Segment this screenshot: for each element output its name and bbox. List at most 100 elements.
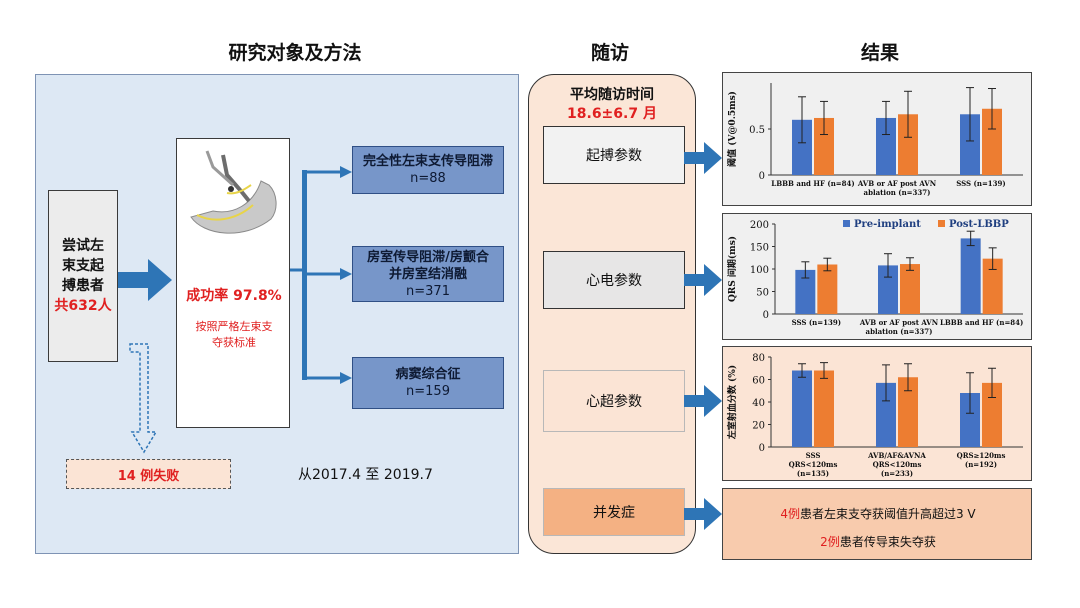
group-lbbb-label: 完全性左束支传导阻滞 — [362, 154, 493, 169]
bar — [960, 238, 981, 314]
bar — [878, 265, 898, 314]
x-tick-label: QRS≥120ms — [957, 451, 1006, 460]
group-avb-label2: 并房室结消融 — [388, 266, 467, 282]
x-tick-label: LBBB and HF (n=84) — [940, 318, 1023, 327]
y-tick-label: 150 — [750, 243, 769, 254]
bar — [900, 264, 920, 314]
followup-echo-params: 心超参数 — [543, 370, 685, 432]
bar — [792, 119, 812, 175]
criteria-line2: 夺获标准 — [212, 336, 256, 349]
followup-duration: 18.6±6.7 月 — [567, 106, 657, 122]
x-tick-label: (n=135) — [797, 469, 829, 478]
bar — [876, 382, 896, 447]
y-tick-label: 0 — [759, 443, 765, 454]
followup-title: 平均随访时间 — [570, 87, 654, 103]
bar — [817, 264, 838, 314]
patients-line2: 束支起 — [62, 258, 104, 274]
complication-line1: 4例患者左束支夺获阈值升高超过3 V — [723, 505, 1033, 522]
arrow-right-icon-2 — [684, 264, 722, 296]
bar — [814, 370, 834, 447]
bar — [982, 258, 1003, 314]
study-period: 从2017.4 至 2019.7 — [298, 467, 433, 483]
criteria-line1: 按照严格左束支 — [195, 320, 273, 333]
success-box: 成功率 97.8% 按照严格左束支 夺获标准 — [176, 138, 290, 428]
arrow-right-icon-1 — [684, 142, 722, 174]
heart-lead-illustration-icon — [190, 150, 277, 234]
followup-pacing-params: 起搏参数 — [543, 126, 685, 184]
group-sss: 病窦综合征 n=159 — [352, 357, 504, 409]
bar — [898, 114, 918, 175]
y-tick-label: 0 — [759, 171, 765, 182]
x-tick-label: AVB or AF post AVN — [859, 318, 939, 327]
x-tick-label: ablation (n=337) — [864, 188, 931, 197]
complication-line2-text: 患者传导束失夺获 — [839, 535, 936, 549]
y-tick-label: 100 — [750, 265, 769, 276]
x-tick-label: AVB/AF&AVNA — [867, 451, 926, 460]
failure-box: 14 例失败 — [66, 459, 231, 489]
group-sss-label: 病窦综合征 — [395, 367, 461, 382]
y-axis-label: QRS 间期(ms) — [726, 236, 738, 302]
legend-swatch — [938, 220, 945, 227]
patients-box: 尝试左 束支起 搏患者 共632人 — [48, 190, 118, 362]
patients-line3: 搏患者 — [62, 278, 104, 294]
bar — [795, 269, 816, 314]
followup-header: 随访 — [590, 42, 629, 64]
group-avb-label1: 房室传导阻滞/房颤合 — [367, 249, 489, 265]
x-tick-label: SSS (n=139) — [792, 318, 842, 327]
complication-line2: 2例患者传导束失夺获 — [723, 533, 1033, 550]
threshold-chart-panel: 0 0.5 阈值 (V@0.5ms) LBBB and HF (n=84)AVB or… — [722, 72, 1032, 206]
criteria-text: 按照严格左束支 夺获标准 — [177, 319, 291, 351]
y-axis-label: 阈值 (V@0.5ms) — [726, 91, 738, 167]
x-tick-label: SSS (n=139) — [956, 179, 1006, 188]
bar — [792, 370, 812, 447]
patients-count: 共632人 — [54, 298, 112, 314]
complications-panel: 4例患者左束支夺获阈值升高超过3 V 2例患者传导束失夺获 — [722, 488, 1032, 560]
patients-line1: 尝试左 — [62, 238, 104, 254]
arrow-right-icon-4 — [684, 498, 722, 530]
y-tick-label: 60 — [752, 376, 765, 387]
y-tick-label: 0.5 — [749, 125, 765, 136]
threshold-chart: 0 0.5 阈值 (V@0.5ms) LBBB and HF (n=84)AVB or… — [726, 83, 1023, 197]
arrow-right-icon — [118, 259, 172, 301]
bar — [960, 393, 980, 447]
group-avb: 房室传导阻滞/房颤合 并房室结消融 n=371 — [352, 246, 504, 302]
y-tick-label: 80 — [752, 353, 765, 364]
x-tick-label: ablation (n=337) — [866, 327, 933, 336]
group-sss-n: n=159 — [406, 384, 450, 399]
y-tick-label: 40 — [752, 398, 765, 409]
complication-line1-count: 4例 — [780, 507, 800, 521]
x-tick-label: QRS<120ms — [789, 460, 838, 469]
bar — [960, 114, 980, 175]
x-tick-label: (n=192) — [965, 460, 997, 469]
followup-complications: 并发症 — [543, 488, 685, 536]
group-lbbb-n: n=88 — [410, 171, 446, 186]
complication-line1-text: 患者左束支夺获阈值升高超过3 V — [799, 507, 976, 521]
bar — [982, 382, 1002, 447]
x-tick-label: AVB or AF post AVN — [857, 179, 937, 188]
branch-connector — [290, 166, 352, 384]
bar — [814, 117, 834, 175]
x-tick-label: (n=233) — [881, 469, 913, 478]
arrow-right-icon-3 — [684, 385, 722, 417]
group-lbbb: 完全性左束支传导阻滞 n=88 — [352, 146, 504, 194]
y-axis-label: 左室射血分数 (%) — [726, 365, 738, 440]
legend-swatch — [843, 220, 850, 227]
y-tick-label: 20 — [752, 421, 765, 432]
x-tick-label: QRS<120ms — [873, 460, 922, 469]
legend-label: Pre-implant — [854, 219, 921, 230]
bar — [876, 117, 896, 175]
success-rate: 成功率 97.8% — [186, 288, 282, 304]
x-tick-label: LBBB and HF (n=84) — [771, 179, 854, 188]
bar — [982, 108, 1002, 175]
followup-ecg-params: 心电参数 — [543, 251, 685, 309]
complication-line2-count: 2例 — [820, 535, 840, 549]
x-tick-label: SSS — [806, 451, 821, 460]
failure-arrow-icon — [129, 343, 158, 454]
bar — [898, 377, 918, 447]
y-tick-label: 50 — [756, 288, 769, 299]
y-tick-label: 0 — [763, 310, 769, 321]
